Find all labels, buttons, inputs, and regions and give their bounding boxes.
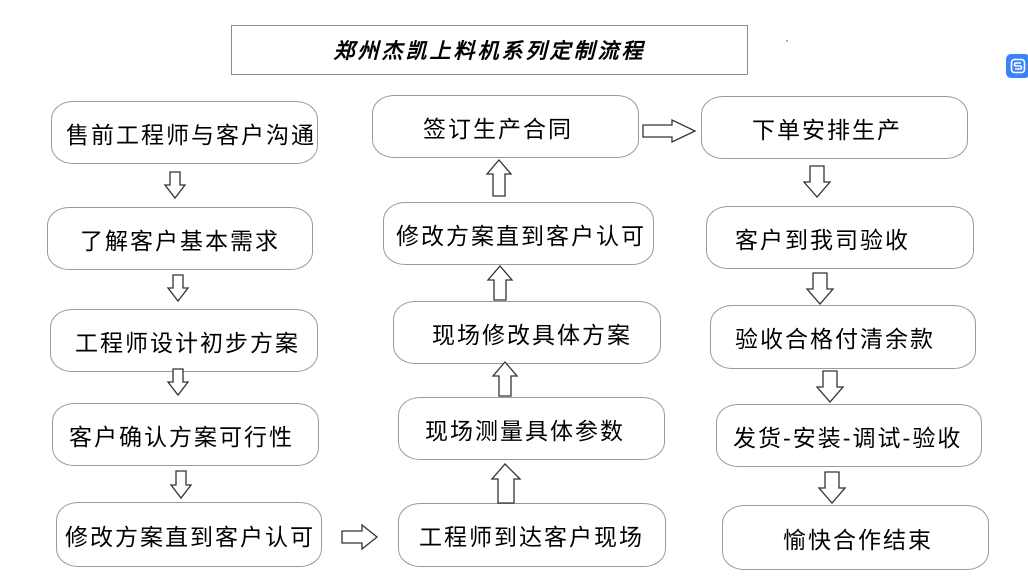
step-label: 修改方案直到客户认可 (396, 223, 646, 250)
right-arrow-icon (642, 118, 697, 144)
step-label: 客户到我司验收 (735, 227, 910, 254)
down-arrow-icon (163, 171, 187, 200)
step-label: 客户确认方案可行性 (69, 424, 294, 451)
down-arrow-icon (805, 272, 835, 305)
step-ship-install-debug: 发货-安装-调试-验收 (716, 404, 982, 467)
step-revise-until-approved-1: 修改方案直到客户认可 (56, 502, 322, 567)
up-arrow-icon (490, 463, 522, 504)
down-arrow-icon (815, 370, 845, 403)
down-arrow-icon (169, 470, 193, 500)
down-arrow-icon (166, 368, 190, 397)
step-label: 发货-安装-调试-验收 (733, 425, 963, 452)
step-label: 签订生产合同 (423, 116, 573, 143)
step-engineer-arrives: 工程师到达客户现场 (398, 503, 666, 567)
up-arrow-icon (486, 265, 514, 301)
speck (786, 40, 788, 42)
step-initial-design: 工程师设计初步方案 (50, 309, 318, 372)
step-label: 验收合格付清余款 (735, 327, 935, 353)
step-label: 下单安排生产 (752, 117, 902, 144)
diagram-title: 郑州杰凯上料机系列定制流程 (231, 25, 748, 75)
step-presales-communication: 售前工程师与客户沟通 (51, 101, 318, 164)
step-cooperation-ends: 愉快合作结束 (722, 505, 989, 570)
step-label: 了解客户基本需求 (80, 228, 280, 255)
extension-s-icon[interactable] (1006, 54, 1028, 78)
step-customer-confirm: 客户确认方案可行性 (52, 403, 319, 466)
step-customer-inspection: 客户到我司验收 (706, 206, 974, 269)
step-label: 现场测量具体参数 (425, 418, 625, 445)
step-label: 工程师设计初步方案 (75, 330, 300, 357)
step-label: 现场修改具体方案 (432, 322, 632, 349)
step-label: 售前工程师与客户沟通 (66, 122, 316, 149)
step-onsite-modify-plan: 现场修改具体方案 (393, 301, 661, 364)
step-order-production: 下单安排生产 (701, 96, 968, 159)
step-pay-balance: 验收合格付清余款 (710, 305, 976, 369)
step-label: 工程师到达客户现场 (419, 525, 644, 551)
step-onsite-measure: 现场测量具体参数 (398, 397, 665, 460)
step-sign-contract: 签订生产合同 (372, 95, 639, 158)
up-arrow-icon (491, 361, 519, 397)
down-arrow-icon (166, 274, 190, 303)
up-arrow-icon (485, 159, 513, 197)
step-revise-until-approved-2: 修改方案直到客户认可 (383, 202, 654, 265)
down-arrow-icon (802, 165, 832, 198)
step-label: 愉快合作结束 (783, 527, 933, 554)
down-arrow-icon (817, 471, 847, 504)
s-glyph-icon (1010, 58, 1026, 74)
step-understand-needs: 了解客户基本需求 (47, 207, 313, 270)
right-arrow-icon (341, 523, 379, 551)
step-label: 修改方案直到客户认可 (65, 524, 315, 551)
